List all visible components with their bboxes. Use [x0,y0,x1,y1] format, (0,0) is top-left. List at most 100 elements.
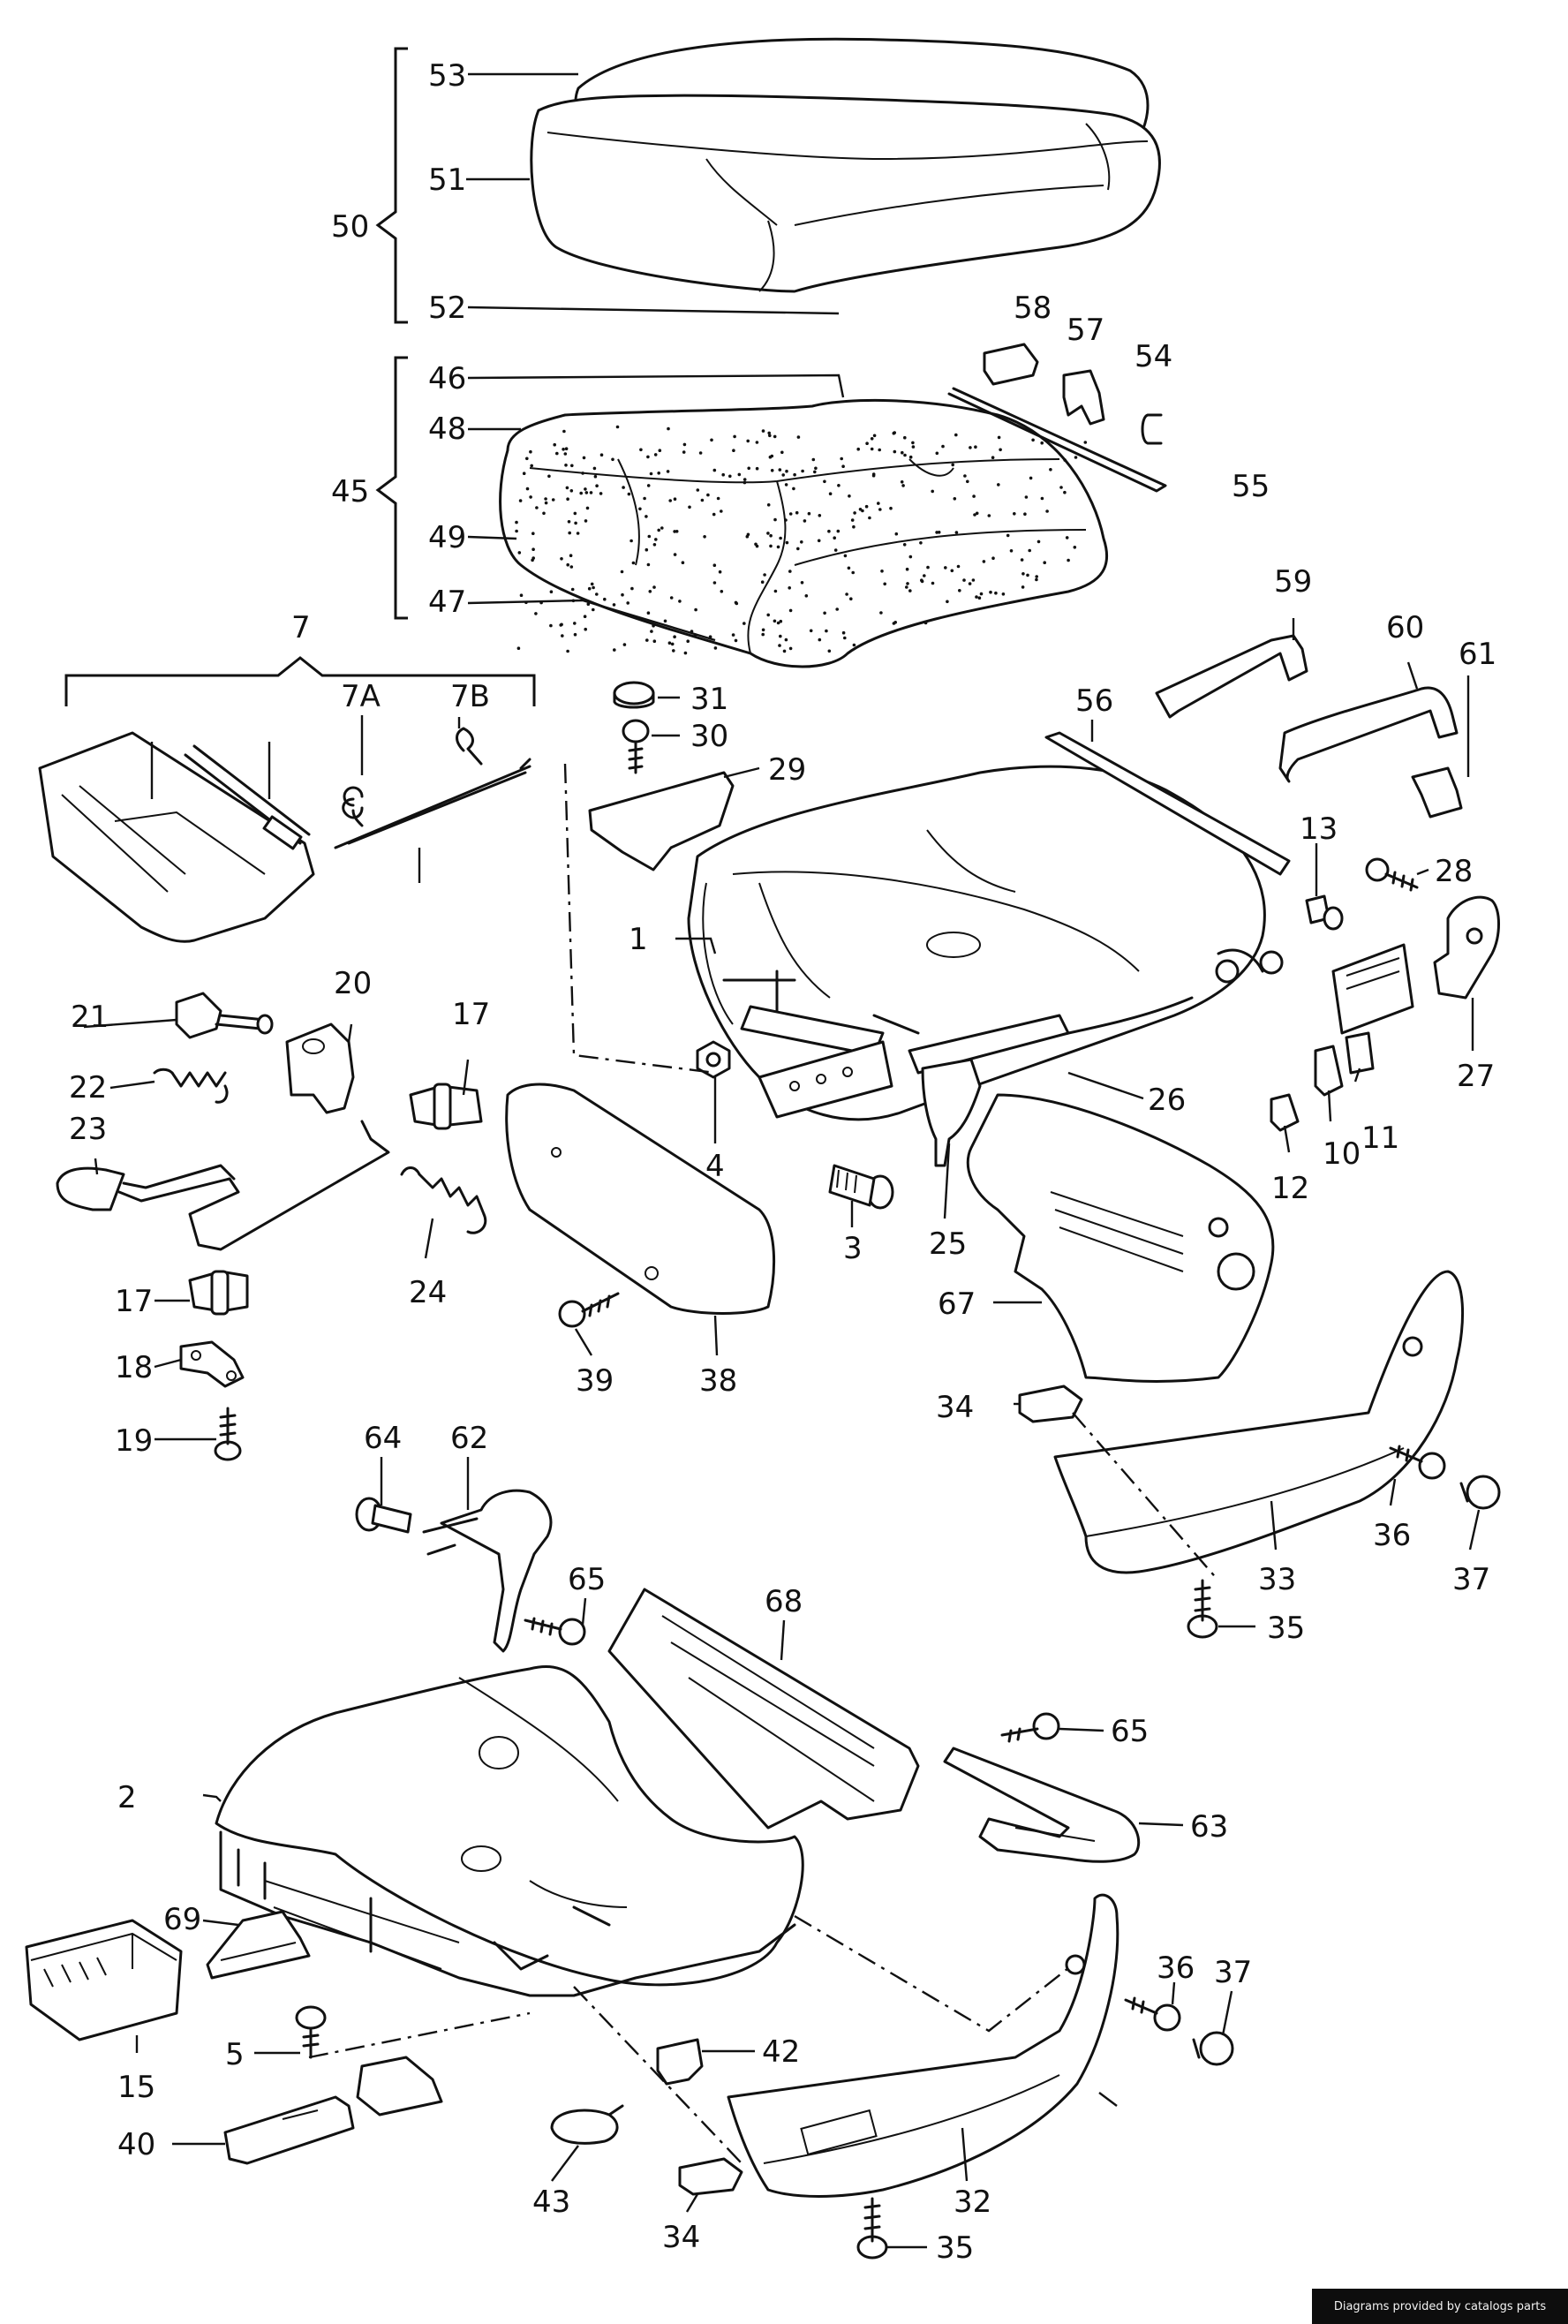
label-7B: 7B [450,679,490,714]
foam-texture-dot [622,643,627,646]
label-65-upper: 65 [568,1562,606,1597]
foam-texture-dot [646,484,651,487]
label-17-lower: 17 [115,1284,153,1319]
foam-texture-dot [658,449,662,452]
foam-texture-dot [871,473,876,478]
foam-texture-dot [700,498,705,502]
foam-texture-dot [906,582,909,585]
label-11: 11 [1361,1120,1399,1156]
foam-texture-dot [825,629,828,633]
foam-texture-dot [682,442,687,447]
label-38: 38 [699,1363,737,1399]
foam-texture-dot [769,544,773,548]
foam-texture-dot [800,540,803,544]
foam-texture-dot [590,582,594,586]
foam-texture-dot [850,518,855,522]
foam-texture-dot [525,456,529,461]
foam-texture-dot [837,484,841,487]
foam-texture-dot [721,472,725,477]
label-68: 68 [765,1584,803,1619]
foam-texture-dot [639,448,643,452]
part-19-screw [214,1407,242,1461]
foam-texture-dot [654,538,658,541]
label-27: 27 [1457,1059,1495,1094]
foam-texture-dot [1067,558,1070,562]
foam-texture-dot [734,600,738,605]
part-31-cap [613,681,655,706]
foam-texture-dot [935,531,939,534]
foam-texture-dot [779,536,782,540]
foam-texture-dot [1074,456,1078,459]
foam-texture-dot [743,478,747,481]
part-65-screw-lower [1000,1712,1060,1743]
foam-texture-dot [766,532,770,535]
foam-texture-dot [950,569,954,573]
part-38-side-trim [505,1083,775,1315]
foam-texture-dot [1065,536,1069,540]
foam-texture-dot [900,480,904,484]
group-45-bracket [375,356,408,620]
part-3-bolt [828,1164,894,1210]
part-23-handle-lever [56,1120,390,1251]
foam-texture-dot [911,441,915,445]
foam-texture-dot [905,567,909,571]
label-60: 60 [1386,610,1424,645]
label-58: 58 [1014,290,1052,326]
part-7b-spring [456,727,483,766]
foam-texture-dot [743,480,747,485]
foam-texture-dot [569,554,573,557]
part-36-screw-upper [1389,1445,1446,1480]
part-7a-clip [342,797,364,819]
part-32-side-panel-lower [727,1893,1119,2198]
foam-texture-dot [553,442,556,447]
foam-texture-dot [849,597,853,600]
foam-texture-dot [737,472,742,477]
part-55-rod [947,387,1167,493]
foam-texture-dot [778,468,782,472]
foam-texture-dot [1023,512,1027,516]
foam-texture-dot [603,597,607,601]
part-65-screw-upper [524,1617,586,1646]
foam-texture-dot [743,622,746,625]
part-69-bracket [206,1910,311,1980]
part-25-release-lever [921,1058,982,1167]
foam-texture-dot [1043,561,1046,564]
part-60-trim-cover [1278,686,1459,783]
foam-texture-dot [579,491,583,495]
foam-texture-dot [1021,585,1025,589]
foam-texture-dot [645,547,649,552]
part-17-clip-upper [409,1083,483,1130]
foam-texture-dot [1040,441,1044,445]
foam-texture-dot [770,469,774,472]
foam-texture-dot [583,615,587,618]
label-7: 7 [291,610,311,645]
foam-texture-dot [733,434,736,439]
label-37-lower: 37 [1214,1955,1252,1990]
part-67-rear-bracket [966,1093,1275,1383]
label-55: 55 [1232,469,1270,504]
foam-texture-dot [761,628,765,632]
label-34-upper: 34 [936,1390,974,1425]
foam-texture-dot [573,632,577,637]
foam-texture-dot [769,533,773,538]
foam-texture-dot [613,648,616,652]
foam-texture-dot [809,629,813,633]
label-34-lower: 34 [662,2220,700,2255]
foam-texture-dot [963,474,967,478]
foam-texture-dot [559,623,562,627]
foam-texture-dot [567,520,571,524]
foam-texture-dot [754,542,758,547]
foam-texture-dot [1028,548,1031,553]
foam-texture-dot [515,529,518,533]
foam-texture-dot [833,548,838,552]
foam-texture-dot [848,494,851,498]
foam-texture-dot [561,634,564,638]
foam-texture-dot [893,449,897,454]
foam-texture-dot [878,508,882,511]
label-43: 43 [532,2184,570,2220]
foam-texture-dot [785,469,788,473]
foam-texture-dot [560,557,563,561]
foam-texture-dot [901,450,904,455]
foam-texture-dot [515,520,518,524]
